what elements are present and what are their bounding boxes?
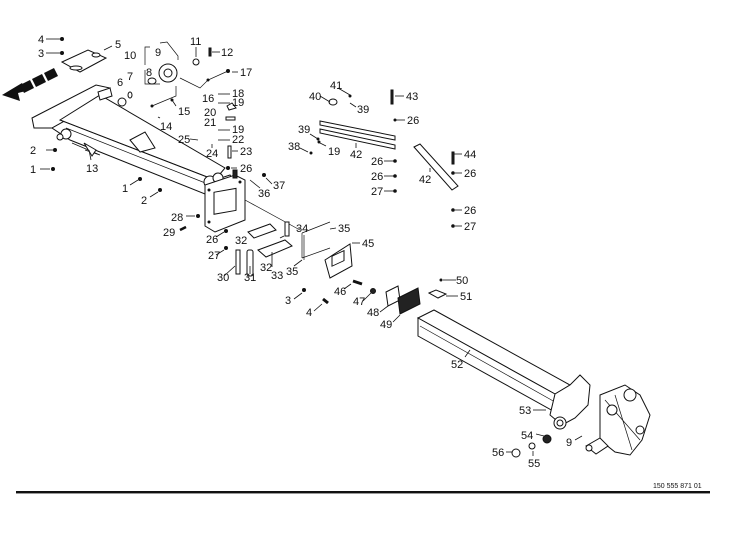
callout-2b: 2 [141,195,147,207]
travel-direction-arrow [2,68,58,101]
callout-17: 17 [240,67,252,79]
callout-50: 50 [456,275,468,287]
callout-20: 20 [204,107,216,119]
callout-44: 44 [464,149,476,161]
callout-29: 29 [163,227,175,239]
callout-31: 31 [244,272,256,284]
callout-43: 43 [406,91,418,103]
callout-27b: 27 [371,186,383,198]
callout-49: 49 [380,319,392,331]
callout-labels: 4 3 5 10 9 11 12 8 6 7 17 16 18 19 15 20… [30,34,572,470]
top-center-parts [117,41,237,159]
callout-35b: 35 [286,266,298,278]
leader-lines [40,37,583,456]
callout-24: 24 [206,148,218,160]
callout-15: 15 [178,106,190,118]
callout-13: 13 [86,163,98,175]
footer-rule [16,491,710,493]
callout-1b: 1 [122,183,128,195]
callout-35: 35 [338,223,350,235]
callout-26d: 26 [371,156,383,168]
callout-26c: 26 [407,115,419,127]
callout-30: 30 [217,272,229,284]
callout-53: 53 [519,405,531,417]
mounting-frame [204,169,301,233]
callout-34: 34 [296,223,308,235]
callout-9b: 9 [566,437,572,449]
callout-26e: 26 [371,171,383,183]
callout-45: 45 [362,238,374,250]
callout-48: 48 [367,307,379,319]
callout-42b: 42 [419,174,431,186]
drawbar-front-section [31,49,241,201]
callout-47: 47 [353,296,365,308]
callout-27c: 27 [464,221,476,233]
callout-21: 21 [204,117,216,129]
hitch-assembly [511,384,651,458]
callout-19c: 19 [328,146,340,158]
callout-39b: 39 [298,124,310,136]
callout-25: 25 [178,134,190,146]
callout-8: 8 [146,67,152,79]
callout-54: 54 [521,430,533,442]
callout-10: 10 [124,50,136,62]
callout-4b: 4 [306,307,312,319]
callout-40: 40 [309,91,321,103]
callout-3b: 3 [285,295,291,307]
callout-33: 33 [271,270,283,282]
callout-12: 12 [221,47,233,59]
callout-6: 6 [117,77,123,89]
small-parts [179,214,421,315]
callout-46: 46 [334,286,346,298]
callout-32b: 32 [260,262,272,274]
callout-38: 38 [288,141,300,153]
callout-2: 2 [30,145,36,157]
callout-41: 41 [330,80,342,92]
callout-26: 26 [240,163,252,175]
callout-26f: 26 [464,168,476,180]
callout-55: 55 [528,458,540,470]
callout-51: 51 [460,291,472,303]
callout-36: 36 [258,188,270,200]
document-number: 150 555 871 01 [653,483,702,490]
callout-52: 52 [451,359,463,371]
callout-14: 14 [160,121,172,133]
callout-27: 27 [208,250,220,262]
callout-26b: 26 [206,234,218,246]
callout-5: 5 [115,39,121,51]
callout-56: 56 [492,447,504,459]
callout-26g: 26 [464,205,476,217]
callout-22: 22 [232,134,244,146]
callout-4: 4 [38,34,44,46]
callout-1: 1 [30,164,36,176]
drawbar-rear-section [416,289,591,430]
callout-19: 19 [232,97,244,109]
callout-9: 9 [155,47,161,59]
callout-7: 7 [127,71,133,83]
stay-bars [319,89,459,191]
callout-39: 39 [357,104,369,116]
callout-11: 11 [190,36,201,48]
callout-19b: 19 [232,124,244,136]
callout-3: 3 [38,48,44,60]
callout-42: 42 [350,149,362,161]
callout-16: 16 [202,93,214,105]
callout-37: 37 [273,180,285,192]
callout-23: 23 [240,146,252,158]
callout-28: 28 [171,212,183,224]
callout-32: 32 [235,235,247,247]
footer: 150 555 871 01 [16,483,710,494]
callout-18: 18 [232,88,244,100]
